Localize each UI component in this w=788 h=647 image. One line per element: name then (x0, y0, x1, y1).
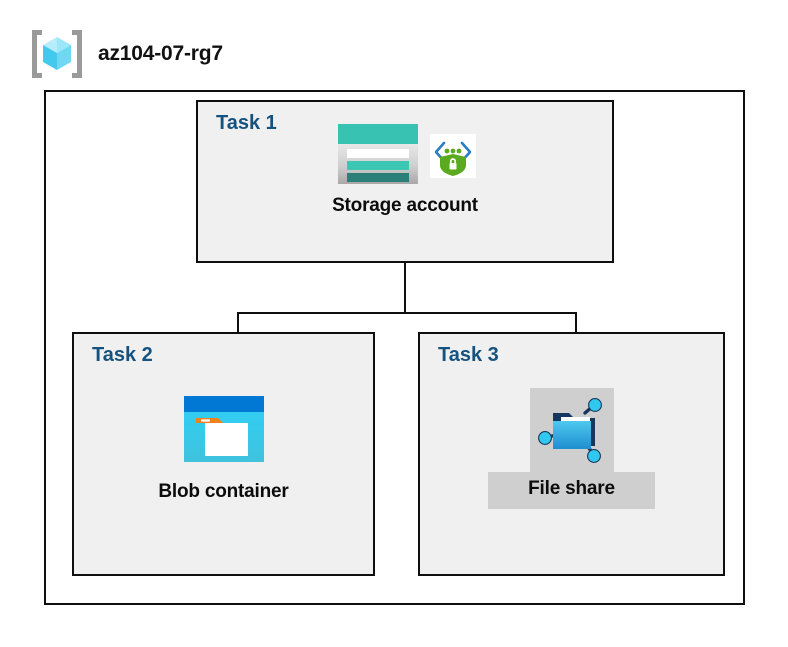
blob-container-caption: Blob container (158, 481, 289, 502)
blob-container-node[interactable]: Blob container (72, 394, 375, 503)
resource-group-cube-icon (32, 30, 82, 78)
file-share-icon (537, 398, 602, 463)
task-3-box: Task 3 (418, 332, 725, 576)
file-share-caption: File share (528, 478, 615, 499)
connector-horizontal-bus (237, 312, 577, 314)
task-3-label: Task 3 (438, 344, 499, 366)
connector-storage-stem (404, 229, 406, 314)
storage-account-caption: Storage account (332, 195, 478, 216)
file-share-icon-highlight (529, 388, 614, 472)
blob-container-icon (183, 396, 264, 462)
storage-account-icon-row (334, 122, 476, 190)
storage-account-icon (338, 124, 418, 184)
resource-group-name: az104-07-rg7 (98, 42, 223, 65)
secure-transfer-shield-icon (430, 134, 476, 178)
resource-group-header: az104-07-rg7 (28, 24, 328, 84)
file-share-node[interactable]: File share (418, 388, 725, 509)
storage-account-node[interactable]: Storage account (196, 122, 614, 217)
file-share-caption-highlight: File share (488, 472, 655, 509)
task-1-label: Task 1 (216, 112, 277, 134)
task-2-label: Task 2 (92, 344, 153, 366)
